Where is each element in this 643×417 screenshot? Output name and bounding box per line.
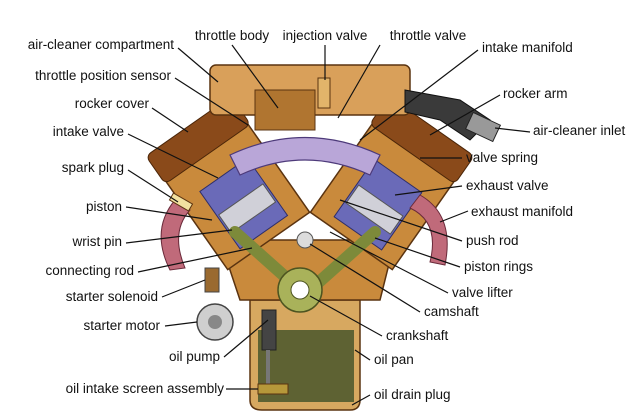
label-crankshaft: crankshaft xyxy=(386,328,449,343)
label-air-cleaner-inlet: air-cleaner inlet xyxy=(533,123,626,138)
label-air-cleaner-compartment: air-cleaner compartment xyxy=(28,37,175,52)
label-valve-lifter: valve lifter xyxy=(452,285,513,300)
label-valve-spring: valve spring xyxy=(466,150,538,165)
inlet-mouth-shape xyxy=(464,111,502,143)
label-oil-pump: oil pump xyxy=(169,349,220,364)
label-connecting-rod: connecting rod xyxy=(45,263,134,278)
label-injection-valve: injection valve xyxy=(283,28,368,43)
right-piston-shape xyxy=(345,184,404,235)
injection-valve-shape xyxy=(317,77,331,109)
right-exhaust-manifold-shape xyxy=(409,194,448,266)
label-camshaft: camshaft xyxy=(424,304,479,319)
label-starter-solenoid: starter solenoid xyxy=(66,289,158,304)
leader-oil-pump xyxy=(223,319,269,358)
label-starter-motor: starter motor xyxy=(83,318,160,333)
leader-crankshaft xyxy=(309,295,383,337)
intake-manifold-shape xyxy=(229,137,381,176)
leader-exhaust-valve xyxy=(394,185,463,196)
leader-starter-motor xyxy=(164,321,198,327)
crank-center-shape xyxy=(290,280,310,300)
top-labels: throttle body injection valve throttle v… xyxy=(195,28,466,43)
oil-pump-shape xyxy=(261,309,277,351)
label-throttle-valve: throttle valve xyxy=(390,28,467,43)
label-push-rod: push rod xyxy=(466,233,519,248)
leader-connecting-rod xyxy=(137,247,253,273)
leader-lines xyxy=(125,44,531,406)
label-rocker-arm: rocker arm xyxy=(503,86,568,101)
right-labels: intake manifold rocker arm air-cleaner i… xyxy=(374,40,626,402)
leader-piston-rings xyxy=(374,237,461,268)
engine-drawing xyxy=(147,64,502,411)
leader-camshaft xyxy=(309,243,421,313)
label-wrist-pin: wrist pin xyxy=(71,234,122,249)
leader-oil-pan xyxy=(354,349,371,361)
throttle-body-shape xyxy=(254,89,316,131)
label-throttle-body: throttle body xyxy=(195,28,270,43)
label-piston: piston xyxy=(86,199,122,214)
oil-intake-screen-shape xyxy=(257,383,289,395)
label-oil-intake-screen-assembly: oil intake screen assembly xyxy=(66,381,225,396)
left-piston-shape xyxy=(218,183,277,234)
left-labels: air-cleaner compartment throttle positio… xyxy=(28,37,225,396)
starter-solenoid-shape xyxy=(204,267,220,293)
leader-rocker-cover xyxy=(151,107,189,133)
leader-air-cleaner-inlet xyxy=(494,127,531,133)
camshaft-shape xyxy=(296,231,314,249)
label-exhaust-manifold: exhaust manifold xyxy=(471,204,573,219)
label-oil-drain-plug: oil drain plug xyxy=(374,387,451,402)
leader-exhaust-manifold xyxy=(439,210,469,223)
label-throttle-position-sensor: throttle position sensor xyxy=(35,68,171,83)
leader-throttle-body xyxy=(231,44,279,109)
right-rod-shape xyxy=(304,226,381,296)
label-oil-pan: oil pan xyxy=(374,352,414,367)
leader-intake-valve xyxy=(127,133,219,179)
leader-push-rod xyxy=(339,199,463,242)
label-intake-valve: intake valve xyxy=(53,124,124,139)
leader-starter-solenoid xyxy=(161,279,206,298)
leader-wrist-pin xyxy=(125,229,233,244)
leader-spark-plug xyxy=(127,169,179,203)
leader-oil-drain-plug xyxy=(351,394,371,406)
leader-piston xyxy=(125,206,213,221)
leader-throttle-position-sensor xyxy=(174,77,249,126)
starter-motor-hub xyxy=(208,315,222,329)
label-intake-manifold: intake manifold xyxy=(482,40,573,55)
label-exhaust-valve: exhaust valve xyxy=(466,178,549,193)
label-rocker-cover: rocker cover xyxy=(75,96,150,111)
leader-valve-lifter xyxy=(329,231,449,294)
leader-rocker-arm xyxy=(429,94,501,136)
leader-air-cleaner-compartment xyxy=(177,47,219,83)
label-spark-plug: spark plug xyxy=(62,160,124,175)
leader-intake-manifold xyxy=(359,49,479,141)
label-piston-rings: piston rings xyxy=(464,259,533,274)
spark-plug-shape xyxy=(168,192,194,212)
left-exhaust-manifold-shape xyxy=(160,199,191,271)
leader-throttle-valve xyxy=(337,44,381,119)
